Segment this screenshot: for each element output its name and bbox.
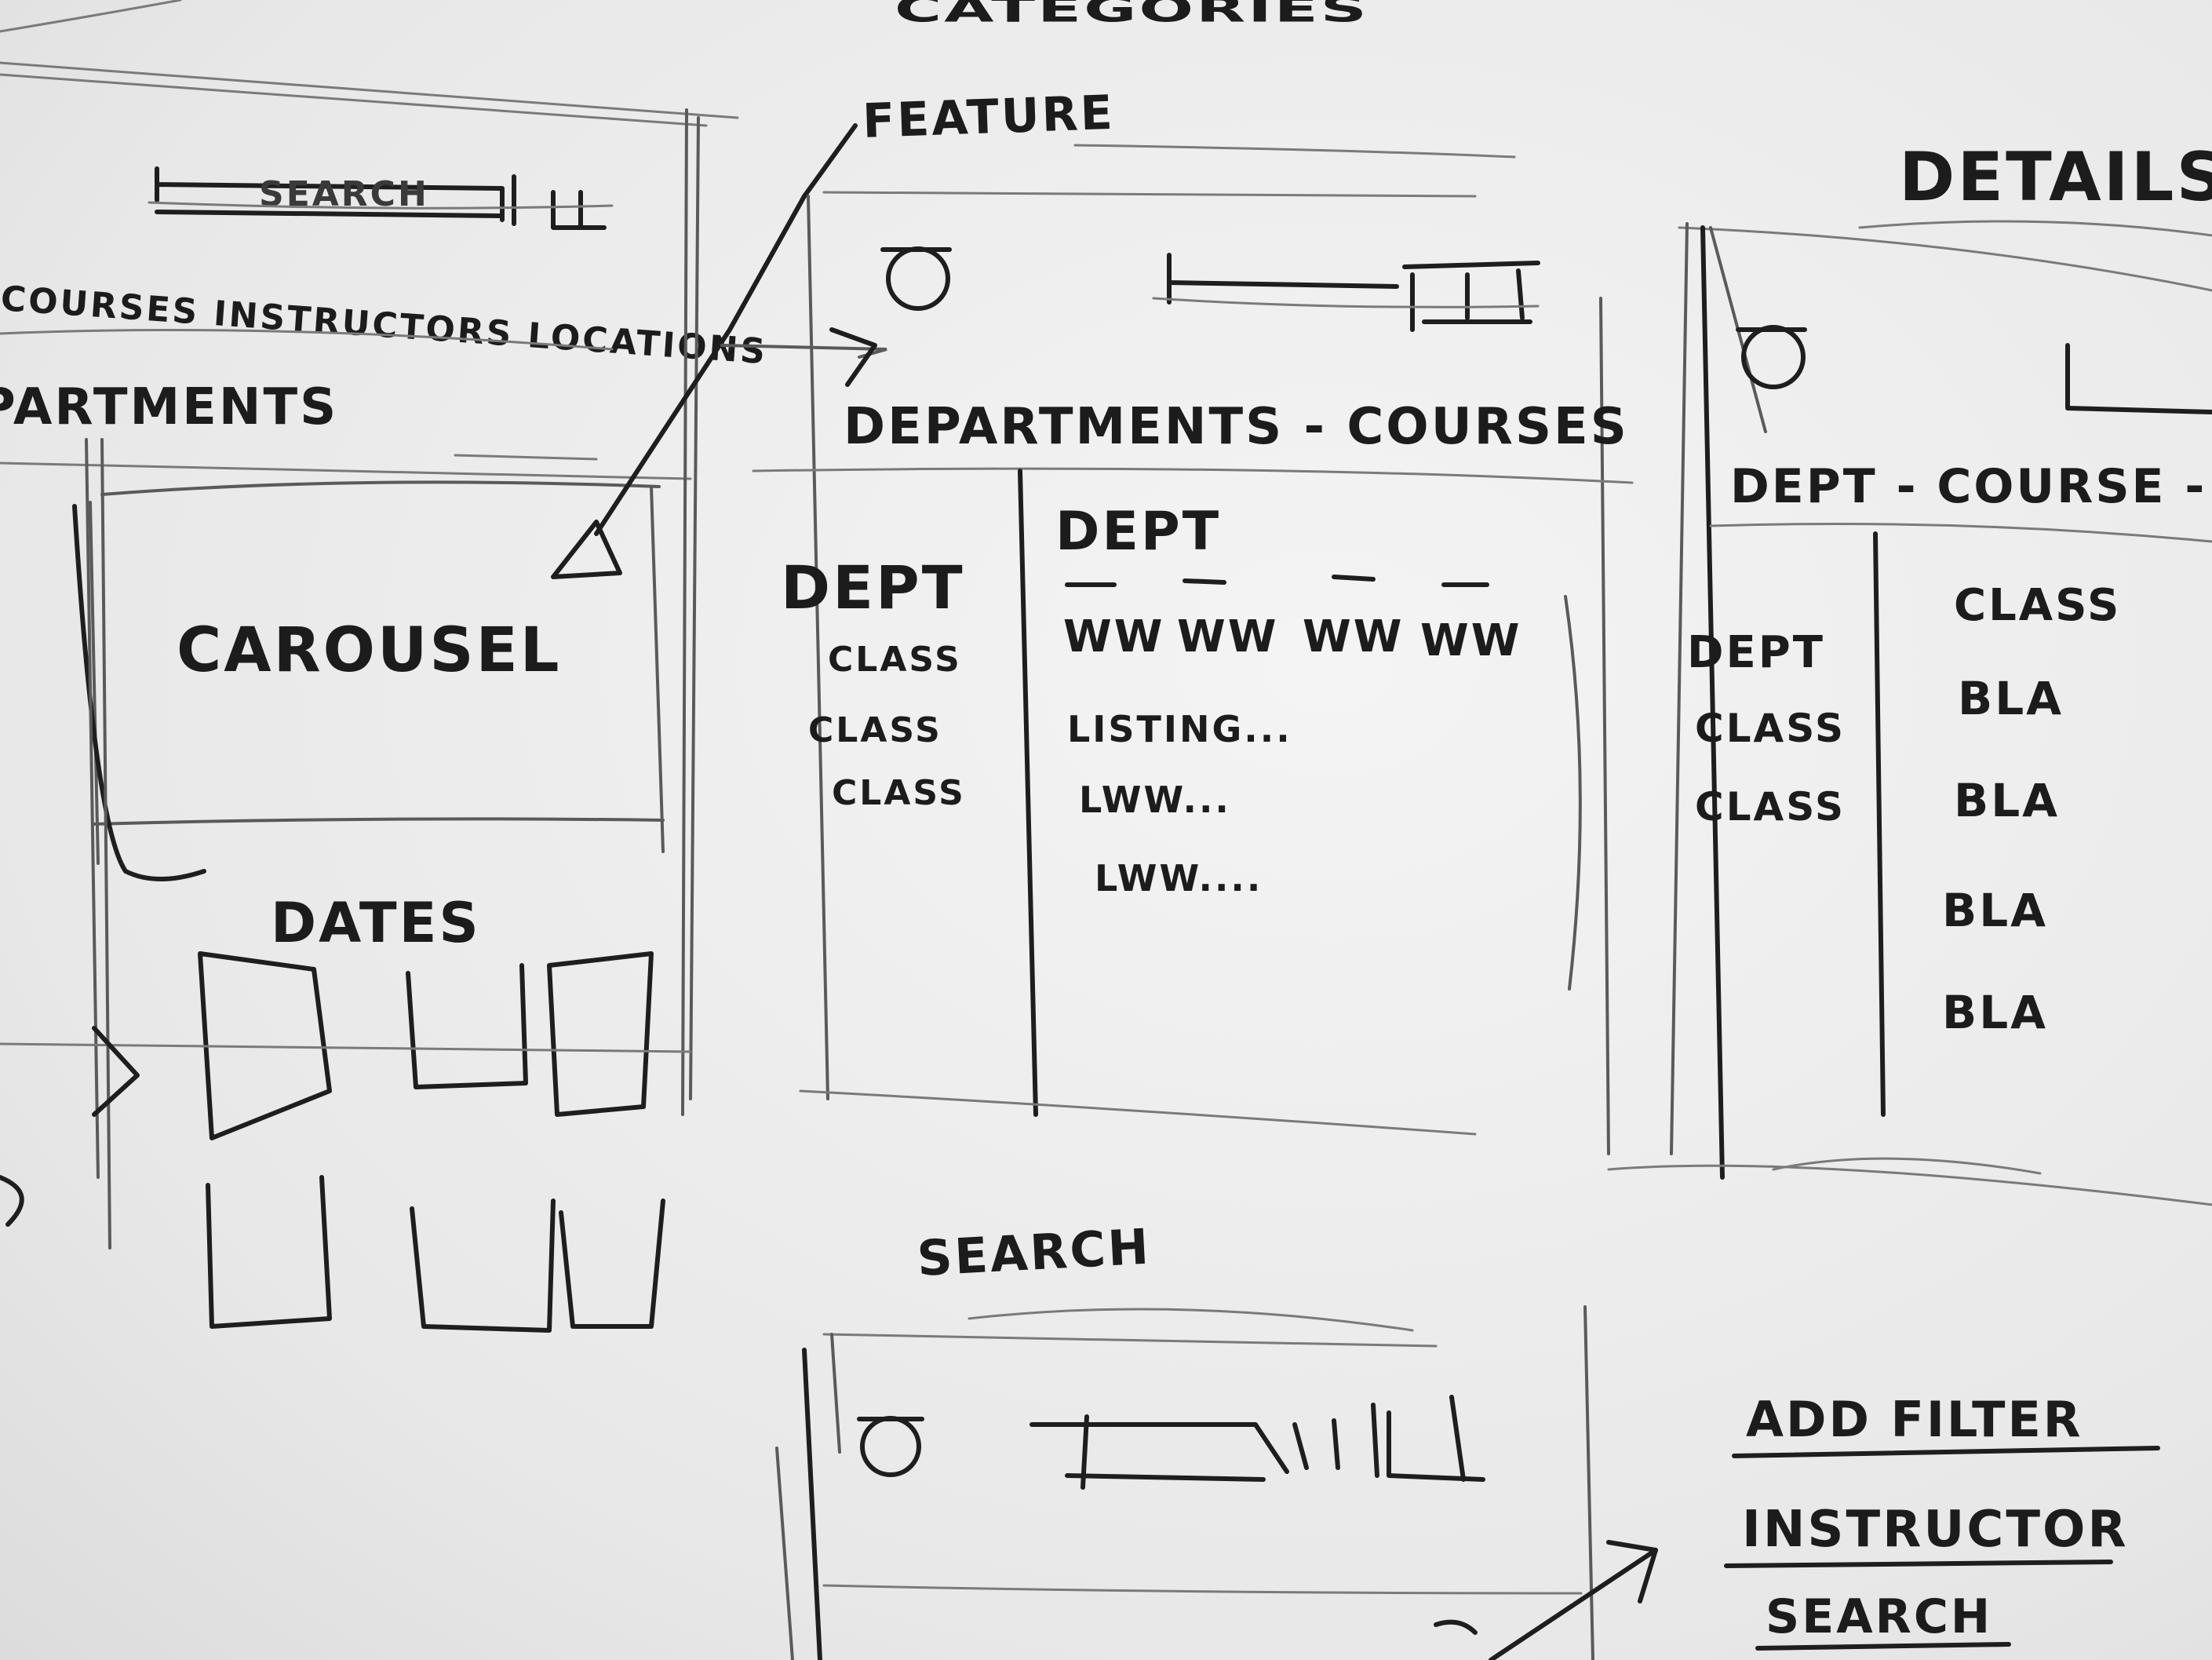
- search-title: SEARCH: [916, 1217, 1153, 1287]
- listing-row: LWW...: [1079, 779, 1231, 821]
- feature-annotation: FEATURE: [862, 86, 1116, 149]
- listing-header-sketch: [880, 246, 1540, 332]
- left-heading-partial: DEPARTMENTS: [0, 378, 338, 436]
- carousel-sketch: CAROUSEL: [72, 454, 665, 881]
- header-partial-label: CATEGORIES: [895, 0, 1369, 30]
- details-main-item: BLA: [1942, 884, 2048, 937]
- listing-sidebar-item: CLASS: [828, 640, 962, 680]
- details-breadcrumb: DEPT - COURSE - DE: [1730, 459, 2212, 514]
- listing-column-header: WW: [1177, 611, 1279, 662]
- wireframe-home: CATEGORIES SEARCH COURSES INSTRUCTORS LO…: [0, 0, 1369, 1333]
- wireframe-details: DETAILS DEPT - COURSE - DE DEPT CLASS CL…: [1607, 138, 2212, 1206]
- listing-sidebar-item: CLASS: [808, 710, 942, 750]
- date-thumbnails: [198, 951, 665, 1333]
- details-sidebar-item: CLASS: [1695, 706, 1846, 751]
- details-title: DETAILS: [1899, 138, 2212, 217]
- listing-sidebar-heading: DEPT: [781, 553, 965, 622]
- search-note: SEARCH: [1766, 1589, 1992, 1644]
- details-main-item: BLA: [1958, 672, 2064, 725]
- wireframe-search: SEARCH ADD FILTER INSTRUCTOR SEARCH: [775, 1217, 2160, 1660]
- wireframe-department-listing: FEATURE DEPARTMENTS - COURSES DEPT CLASS…: [594, 86, 1634, 1155]
- add-filter-note: ADD FILTER: [1746, 1391, 2083, 1448]
- listing-breadcrumb: DEPARTMENTS - COURSES: [844, 398, 1629, 456]
- listing-column-header: WW: [1303, 611, 1405, 662]
- details-main-item: BLA: [1942, 986, 2048, 1039]
- instructor-note: INSTRUCTOR: [1742, 1501, 2129, 1559]
- details-sidebar-item: DEPT: [1687, 627, 1825, 678]
- listing-row: LWW....: [1095, 857, 1263, 899]
- top-links-label: COURSES INSTRUCTORS LOCATIONS: [0, 279, 769, 372]
- listing-row: LISTING...: [1067, 708, 1292, 750]
- details-main-item: CLASS: [1954, 580, 2121, 631]
- listing-sidebar-item: CLASS: [832, 773, 966, 813]
- details-sidebar-item: CLASS: [1695, 784, 1846, 830]
- details-main-item: BLA: [1954, 774, 2060, 827]
- search-bar-sketch: SEARCH: [148, 166, 614, 230]
- carousel-label: CAROUSEL: [177, 615, 561, 686]
- dates-label: DATES: [271, 891, 481, 955]
- listing-column-header: WW: [1063, 611, 1165, 662]
- listing-main-heading: DEPT: [1055, 501, 1221, 563]
- listing-column-header: WW: [1420, 615, 1522, 666]
